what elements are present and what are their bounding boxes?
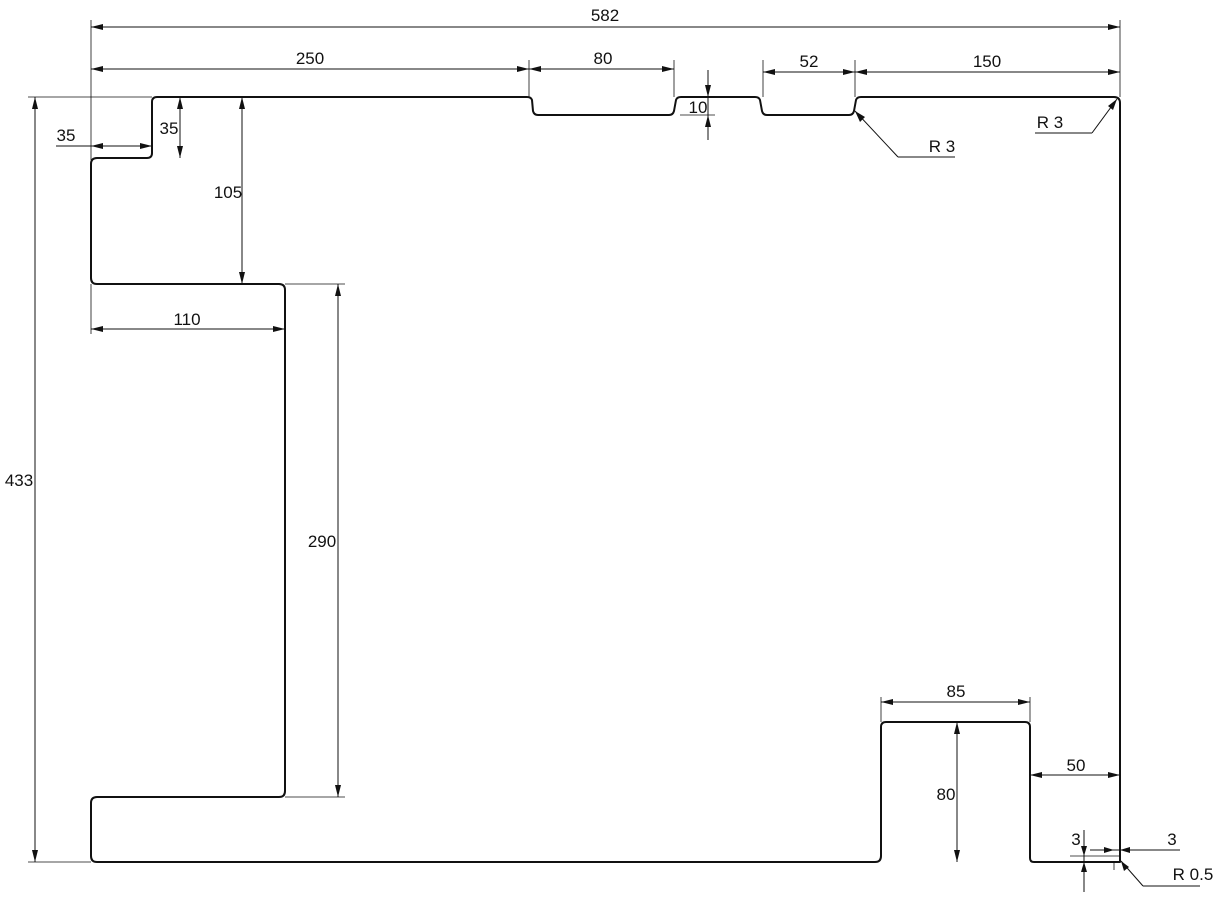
dimension-lines — [34, 26, 1200, 892]
dim-label-35-vertical: 35 — [160, 119, 179, 138]
dim-label-35-horizontal: 35 — [57, 126, 76, 145]
dim-label-3-horizontal: 3 — [1167, 830, 1176, 849]
dim-label-r05: R 0.5 — [1173, 865, 1214, 884]
extension-lines — [28, 20, 1121, 870]
arrowheads — [32, 24, 1130, 872]
dim-label-r3-corner: R 3 — [1037, 113, 1063, 132]
dim-label-10: 10 — [689, 98, 708, 117]
dim-label-52: 52 — [800, 52, 819, 71]
dim-label-250: 250 — [296, 49, 324, 68]
dimension-labels: 582 250 80 52 150 10 R 3 R 3 433 35 35 1… — [5, 6, 1214, 884]
dim-label-3-vertical: 3 — [1071, 830, 1080, 849]
dim-label-110: 110 — [173, 310, 200, 329]
dim-label-433: 433 — [5, 471, 33, 490]
dim-label-150: 150 — [973, 52, 1001, 71]
dim-label-85: 85 — [947, 682, 966, 701]
dim-label-290: 290 — [308, 532, 336, 551]
part-outline — [90, 96, 1121, 863]
dim-label-50: 50 — [1067, 756, 1086, 775]
dim-label-80-bottom: 80 — [937, 785, 956, 804]
dim-label-r3-slot: R 3 — [929, 137, 955, 156]
dim-label-80-top: 80 — [594, 49, 613, 68]
dim-label-105: 105 — [214, 183, 242, 202]
dim-label-582: 582 — [591, 6, 619, 25]
